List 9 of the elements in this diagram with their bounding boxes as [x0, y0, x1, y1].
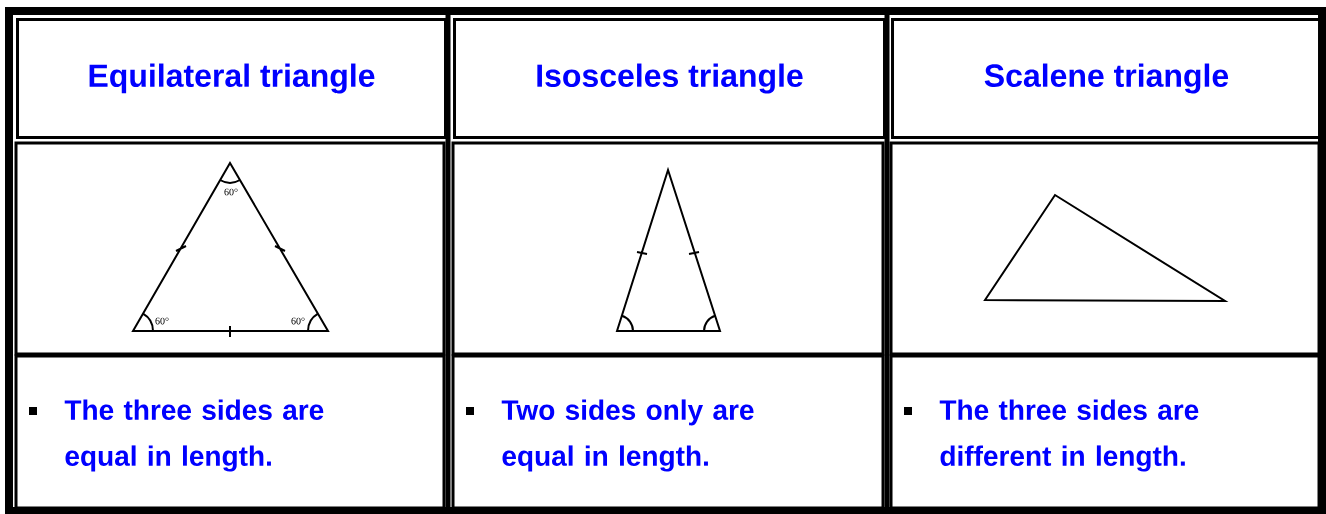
angle-label: 60°: [224, 188, 238, 196]
angle-label: 60°: [155, 317, 169, 325]
header-cell: Scalene triangle: [891, 18, 1322, 139]
header-cell: Equilateral triangle: [16, 18, 447, 139]
description-text: The three sides are equal in length.: [64, 399, 324, 472]
angle-label: 60°: [291, 317, 305, 325]
description-text: Two sides only are equal in length.: [501, 399, 754, 472]
header-cell: Isosceles triangle: [453, 18, 886, 139]
description-text: The three sides are different in length.: [939, 399, 1199, 472]
